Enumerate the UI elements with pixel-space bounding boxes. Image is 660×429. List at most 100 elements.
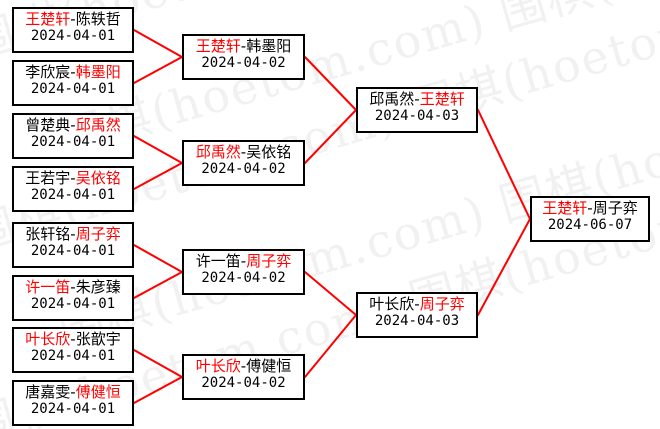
match-players: 叶长欣-周子弈 (358, 295, 476, 313)
player-loser: 叶长欣 (369, 295, 415, 313)
match-date: 2024-04-01 (30, 80, 116, 97)
match-date: 2024-04-01 (30, 242, 116, 259)
match-box-r1-m7[interactable]: 叶长欣-张歆宇 2024-04-01 (12, 327, 134, 373)
player-loser: 周子弈 (592, 199, 638, 217)
connector-r1-m8 (133, 376, 183, 404)
match-date: 2024-04-01 (30, 186, 116, 203)
player-separator: - (70, 330, 76, 348)
connector-r2-m4 (304, 314, 357, 378)
match-players: 李欣宸-韩墨阳 (14, 63, 132, 81)
player-loser: 唐嘉雯 (25, 383, 71, 401)
player-winner: 王楚轩 (25, 10, 71, 28)
player-winner: 叶长欣 (25, 330, 71, 348)
player-separator: - (414, 295, 420, 313)
match-box-r1-m2[interactable]: 李欣宸-韩墨阳 2024-04-01 (12, 60, 134, 106)
match-players: 邱禹然-王楚轩 (358, 90, 476, 108)
player-loser: 许一笛 (195, 252, 241, 270)
match-players: 叶长欣-傅健恒 (184, 357, 303, 375)
match-box-r3-m1[interactable]: 邱禹然-王楚轩 2024-04-03 (356, 87, 478, 133)
connector-r1-m6 (133, 271, 183, 299)
match-date: 2024-04-03 (374, 312, 460, 329)
player-separator: - (587, 199, 593, 217)
player-winner: 王楚轩 (195, 37, 241, 55)
player-winner: 周子弈 (75, 225, 121, 243)
connector-r1-m4 (133, 162, 183, 190)
player-winner: 许一笛 (25, 278, 71, 296)
match-date: 2024-04-01 (30, 133, 116, 150)
player-winner: 邱禹然 (195, 143, 241, 161)
player-loser: 王若宇 (25, 169, 71, 187)
match-players: 王楚轩-陈轶哲 (14, 10, 132, 28)
match-box-r3-m2[interactable]: 叶长欣-周子弈 2024-04-03 (356, 292, 478, 338)
player-separator: - (70, 169, 76, 187)
match-box-r2-m2[interactable]: 邱禹然-吴依铭 2024-04-02 (182, 140, 305, 186)
player-separator: - (70, 63, 76, 81)
connector-r3-m1 (477, 109, 531, 220)
match-box-r1-m3[interactable]: 曾楚典-邱禹然 2024-04-01 (12, 113, 134, 159)
match-players: 邱禹然-吴依铭 (184, 143, 303, 161)
match-players: 王楚轩-周子弈 (532, 199, 648, 217)
player-separator: - (70, 116, 76, 134)
match-date: 2024-04-01 (30, 400, 116, 417)
match-date: 2024-04-03 (374, 107, 460, 124)
connector-r1-m2 (133, 56, 183, 84)
player-loser: 韩墨阳 (246, 37, 292, 55)
match-date: 2024-04-02 (201, 54, 286, 71)
match-date: 2024-06-07 (547, 216, 633, 233)
player-winner: 吴依铭 (75, 169, 121, 187)
player-separator: - (240, 143, 247, 161)
connector-r3-m2 (477, 218, 531, 316)
connector-r1-m5 (133, 244, 183, 273)
match-box-r1-m6[interactable]: 许一笛-朱彦臻 2024-04-01 (12, 275, 134, 321)
match-box-r1-m4[interactable]: 王若宇-吴依铭 2024-04-01 (12, 166, 134, 212)
match-box-r2-m4[interactable]: 叶长欣-傅健恒 2024-04-02 (182, 354, 305, 400)
match-players: 许一笛-朱彦臻 (14, 278, 132, 296)
connector-r1-m3 (133, 135, 183, 164)
player-winner: 王楚轩 (542, 199, 588, 217)
player-winner: 傅健恒 (75, 383, 121, 401)
player-loser: 邱禹然 (369, 90, 415, 108)
player-winner: 周子弈 (419, 295, 465, 313)
match-box-r2-m3[interactable]: 许一笛-周子弈 2024-04-02 (182, 249, 305, 295)
match-box-final[interactable]: 王楚轩-周子弈 2024-06-07 (530, 196, 650, 242)
player-separator: - (70, 10, 76, 28)
player-separator: - (414, 90, 420, 108)
match-players: 叶长欣-张歆宇 (14, 330, 132, 348)
match-date: 2024-04-01 (30, 295, 116, 312)
match-players: 张轩铭-周子弈 (14, 225, 132, 243)
player-loser: 张轩铭 (25, 225, 71, 243)
connector-r2-m1 (304, 56, 357, 111)
player-loser: 张歆宇 (75, 330, 121, 348)
player-winner: 邱禹然 (75, 116, 121, 134)
player-loser: 曾楚典 (25, 116, 71, 134)
player-loser: 李欣宸 (25, 63, 71, 81)
player-winner: 叶长欣 (195, 357, 241, 375)
match-box-r1-m1[interactable]: 王楚轩-陈轶哲 2024-04-01 (12, 7, 134, 53)
player-separator: - (70, 383, 76, 401)
player-separator: - (70, 225, 76, 243)
player-separator: - (240, 37, 247, 55)
connector-r2-m2 (304, 109, 357, 164)
match-players: 唐嘉雯-傅健恒 (14, 383, 132, 401)
player-separator: - (240, 252, 247, 270)
match-date: 2024-04-01 (30, 347, 116, 364)
player-loser: 陈轶哲 (75, 10, 121, 28)
match-players: 曾楚典-邱禹然 (14, 116, 132, 134)
connector-r2-m3 (304, 271, 357, 316)
match-date: 2024-04-01 (30, 27, 116, 44)
match-players: 王若宇-吴依铭 (14, 169, 132, 187)
match-box-r1-m5[interactable]: 张轩铭-周子弈 2024-04-01 (12, 222, 134, 268)
match-date: 2024-04-02 (201, 374, 286, 391)
player-winner: 周子弈 (246, 252, 292, 270)
player-loser: 吴依铭 (246, 143, 292, 161)
watermark-text: 围棋(hoetom.com) 围棋(hoetom.com) (52, 0, 660, 167)
match-box-r2-m1[interactable]: 王楚轩-韩墨阳 2024-04-02 (182, 34, 305, 80)
match-players: 王楚轩-韩墨阳 (184, 37, 303, 55)
match-box-r1-m8[interactable]: 唐嘉雯-傅健恒 2024-04-01 (12, 380, 134, 426)
connector-r1-m7 (133, 349, 183, 378)
player-winner: 王楚轩 (419, 90, 465, 108)
connector-r1-m1 (133, 29, 183, 58)
player-winner: 韩墨阳 (75, 63, 121, 81)
player-separator: - (70, 278, 76, 296)
player-loser: 傅健恒 (246, 357, 292, 375)
